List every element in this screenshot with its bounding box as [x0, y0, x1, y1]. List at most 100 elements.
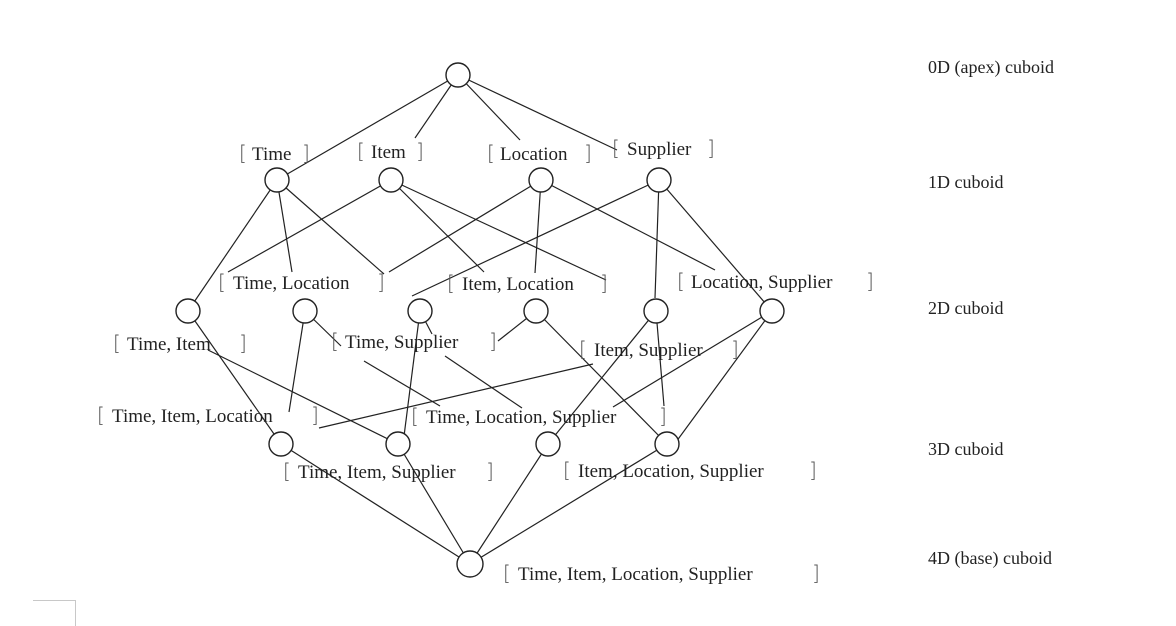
edge-tiloc-base: [280, 443, 471, 565]
edge-tisup-base: [397, 443, 471, 565]
bracket-close: ]: [584, 141, 592, 165]
edge-ilocsup-base: [469, 443, 668, 565]
bracket-open: [: [612, 136, 620, 160]
node-item: [378, 167, 404, 193]
level-label-apex: 0D (apex) cuboid: [928, 57, 1054, 78]
bracket-open: [: [411, 404, 419, 428]
bracket-close: ]: [707, 136, 715, 160]
label-time-supplier: Time, Supplier: [345, 332, 459, 353]
node-item-location: [523, 298, 549, 324]
label-supplier: Supplier: [627, 139, 692, 160]
edge-location-supplier-ilocsup: [675, 310, 773, 443]
label-time: Time: [252, 144, 291, 165]
bracket-close: ]: [486, 459, 494, 483]
bracket-close: ]: [377, 270, 385, 294]
bracket-open: [: [97, 403, 105, 427]
label-time-item: Time, Item: [127, 334, 211, 355]
bracket-close: ]: [416, 139, 424, 163]
node-time: [264, 167, 290, 193]
label-item-supplier: Item, Supplier: [594, 340, 703, 361]
edge-time-location-tiloc: [288, 310, 306, 413]
edge-item-supplier-tisup: [547, 310, 657, 445]
edge-supplier-location-supplier: [658, 179, 773, 312]
edge-time-item-tisup: [207, 349, 399, 445]
edge-item-item-location: [390, 179, 485, 273]
level-labels: 0D (apex) cuboid 1D cuboid 2D cuboid 3D …: [928, 57, 1054, 569]
edge-apex-item: [414, 74, 459, 139]
level-label-1d: 1D cuboid: [928, 172, 1004, 192]
edge-time-time-location: [276, 179, 293, 273]
edge-location-supplier-tlocsup: [612, 310, 773, 408]
edge-apex-supplier: [457, 74, 618, 151]
edge-supplier-item-supplier: [654, 179, 660, 299]
edge-tiloc-connector: [318, 363, 594, 429]
label-location: Location: [500, 144, 568, 165]
edge-apex-time: [276, 74, 459, 181]
node-time-supplier: [407, 298, 433, 324]
bracket-close: ]: [866, 269, 874, 293]
node-time-item-supplier: [385, 431, 411, 457]
node-time-item: [175, 298, 201, 324]
cuboid-labels: [ Time ] [ Item ] [ Location ] [ Supplie…: [97, 136, 874, 585]
bracket-open: [: [357, 139, 365, 163]
edge-item-supplier-ilocsup: [655, 310, 665, 407]
edge-time-time-supplier: [276, 179, 385, 275]
edge-location-item-location: [534, 179, 542, 274]
bracket-open: [: [113, 331, 121, 355]
edge-time-supplier-tlocsup-2: [444, 355, 523, 409]
label-location-supplier: Location, Supplier: [691, 272, 833, 293]
bracket-close: ]: [311, 403, 319, 427]
bracket-open: [: [503, 561, 511, 585]
edge-tlocsup-base: [469, 443, 549, 565]
bracket-open: [: [579, 337, 587, 361]
node-item-location-supplier: [654, 431, 680, 457]
edge-item-time-item: [227, 179, 392, 273]
label-time-location-supplier: Time, Location, Supplier: [426, 407, 617, 428]
bracket-close: ]: [731, 337, 739, 361]
bracket-open: [: [331, 329, 339, 353]
lattice-edges: [187, 74, 773, 565]
edge-time-supplier-tisup: [402, 310, 421, 445]
node-supplier: [646, 167, 672, 193]
bracket-close: ]: [659, 404, 667, 428]
level-label-base: 4D (base) cuboid: [928, 548, 1052, 569]
label-time-item-supplier: Time, Item, Supplier: [298, 462, 456, 483]
edge-time-item-tiloc: [187, 310, 282, 445]
node-base: [456, 550, 484, 578]
label-item-location: Item, Location: [462, 274, 574, 295]
bracket-close: ]: [302, 141, 310, 165]
label-time-item-location-supplier: Time, Item, Location, Supplier: [518, 564, 753, 585]
edge-location-time-location: [388, 179, 542, 273]
edge-apex-location: [457, 74, 521, 141]
bracket-open: [: [239, 141, 247, 165]
node-time-item-location: [268, 431, 294, 457]
node-apex: [445, 62, 471, 88]
node-time-location: [292, 298, 318, 324]
bracket-open: [: [218, 270, 226, 294]
node-location: [528, 167, 554, 193]
bracket-close: ]: [809, 458, 817, 482]
label-item: Item: [371, 142, 406, 163]
bracket-close: ]: [812, 561, 820, 585]
corner-mark: [33, 600, 76, 626]
bracket-close: ]: [239, 331, 247, 355]
node-time-location-supplier: [535, 431, 561, 457]
label-time-location: Time, Location: [233, 273, 350, 294]
node-location-supplier: [759, 298, 785, 324]
node-item-supplier: [643, 298, 669, 324]
label-time-item-location: Time, Item, Location: [112, 406, 273, 427]
label-item-location-supplier: Item, Location, Supplier: [578, 461, 764, 482]
bracket-open: [: [487, 141, 495, 165]
bracket-open: [: [447, 271, 455, 295]
bracket-open: [: [677, 269, 685, 293]
edge-item-item-supplier: [390, 179, 607, 281]
bracket-close: ]: [600, 271, 608, 295]
edge-supplier-time-supplier: [411, 179, 660, 297]
bracket-close: ]: [489, 329, 497, 353]
bracket-open: [: [283, 459, 291, 483]
level-label-3d: 3D cuboid: [928, 439, 1004, 459]
edge-location-location-supplier: [540, 179, 716, 271]
edge-time-time-item: [187, 179, 278, 312]
level-label-2d: 2D cuboid: [928, 298, 1004, 318]
